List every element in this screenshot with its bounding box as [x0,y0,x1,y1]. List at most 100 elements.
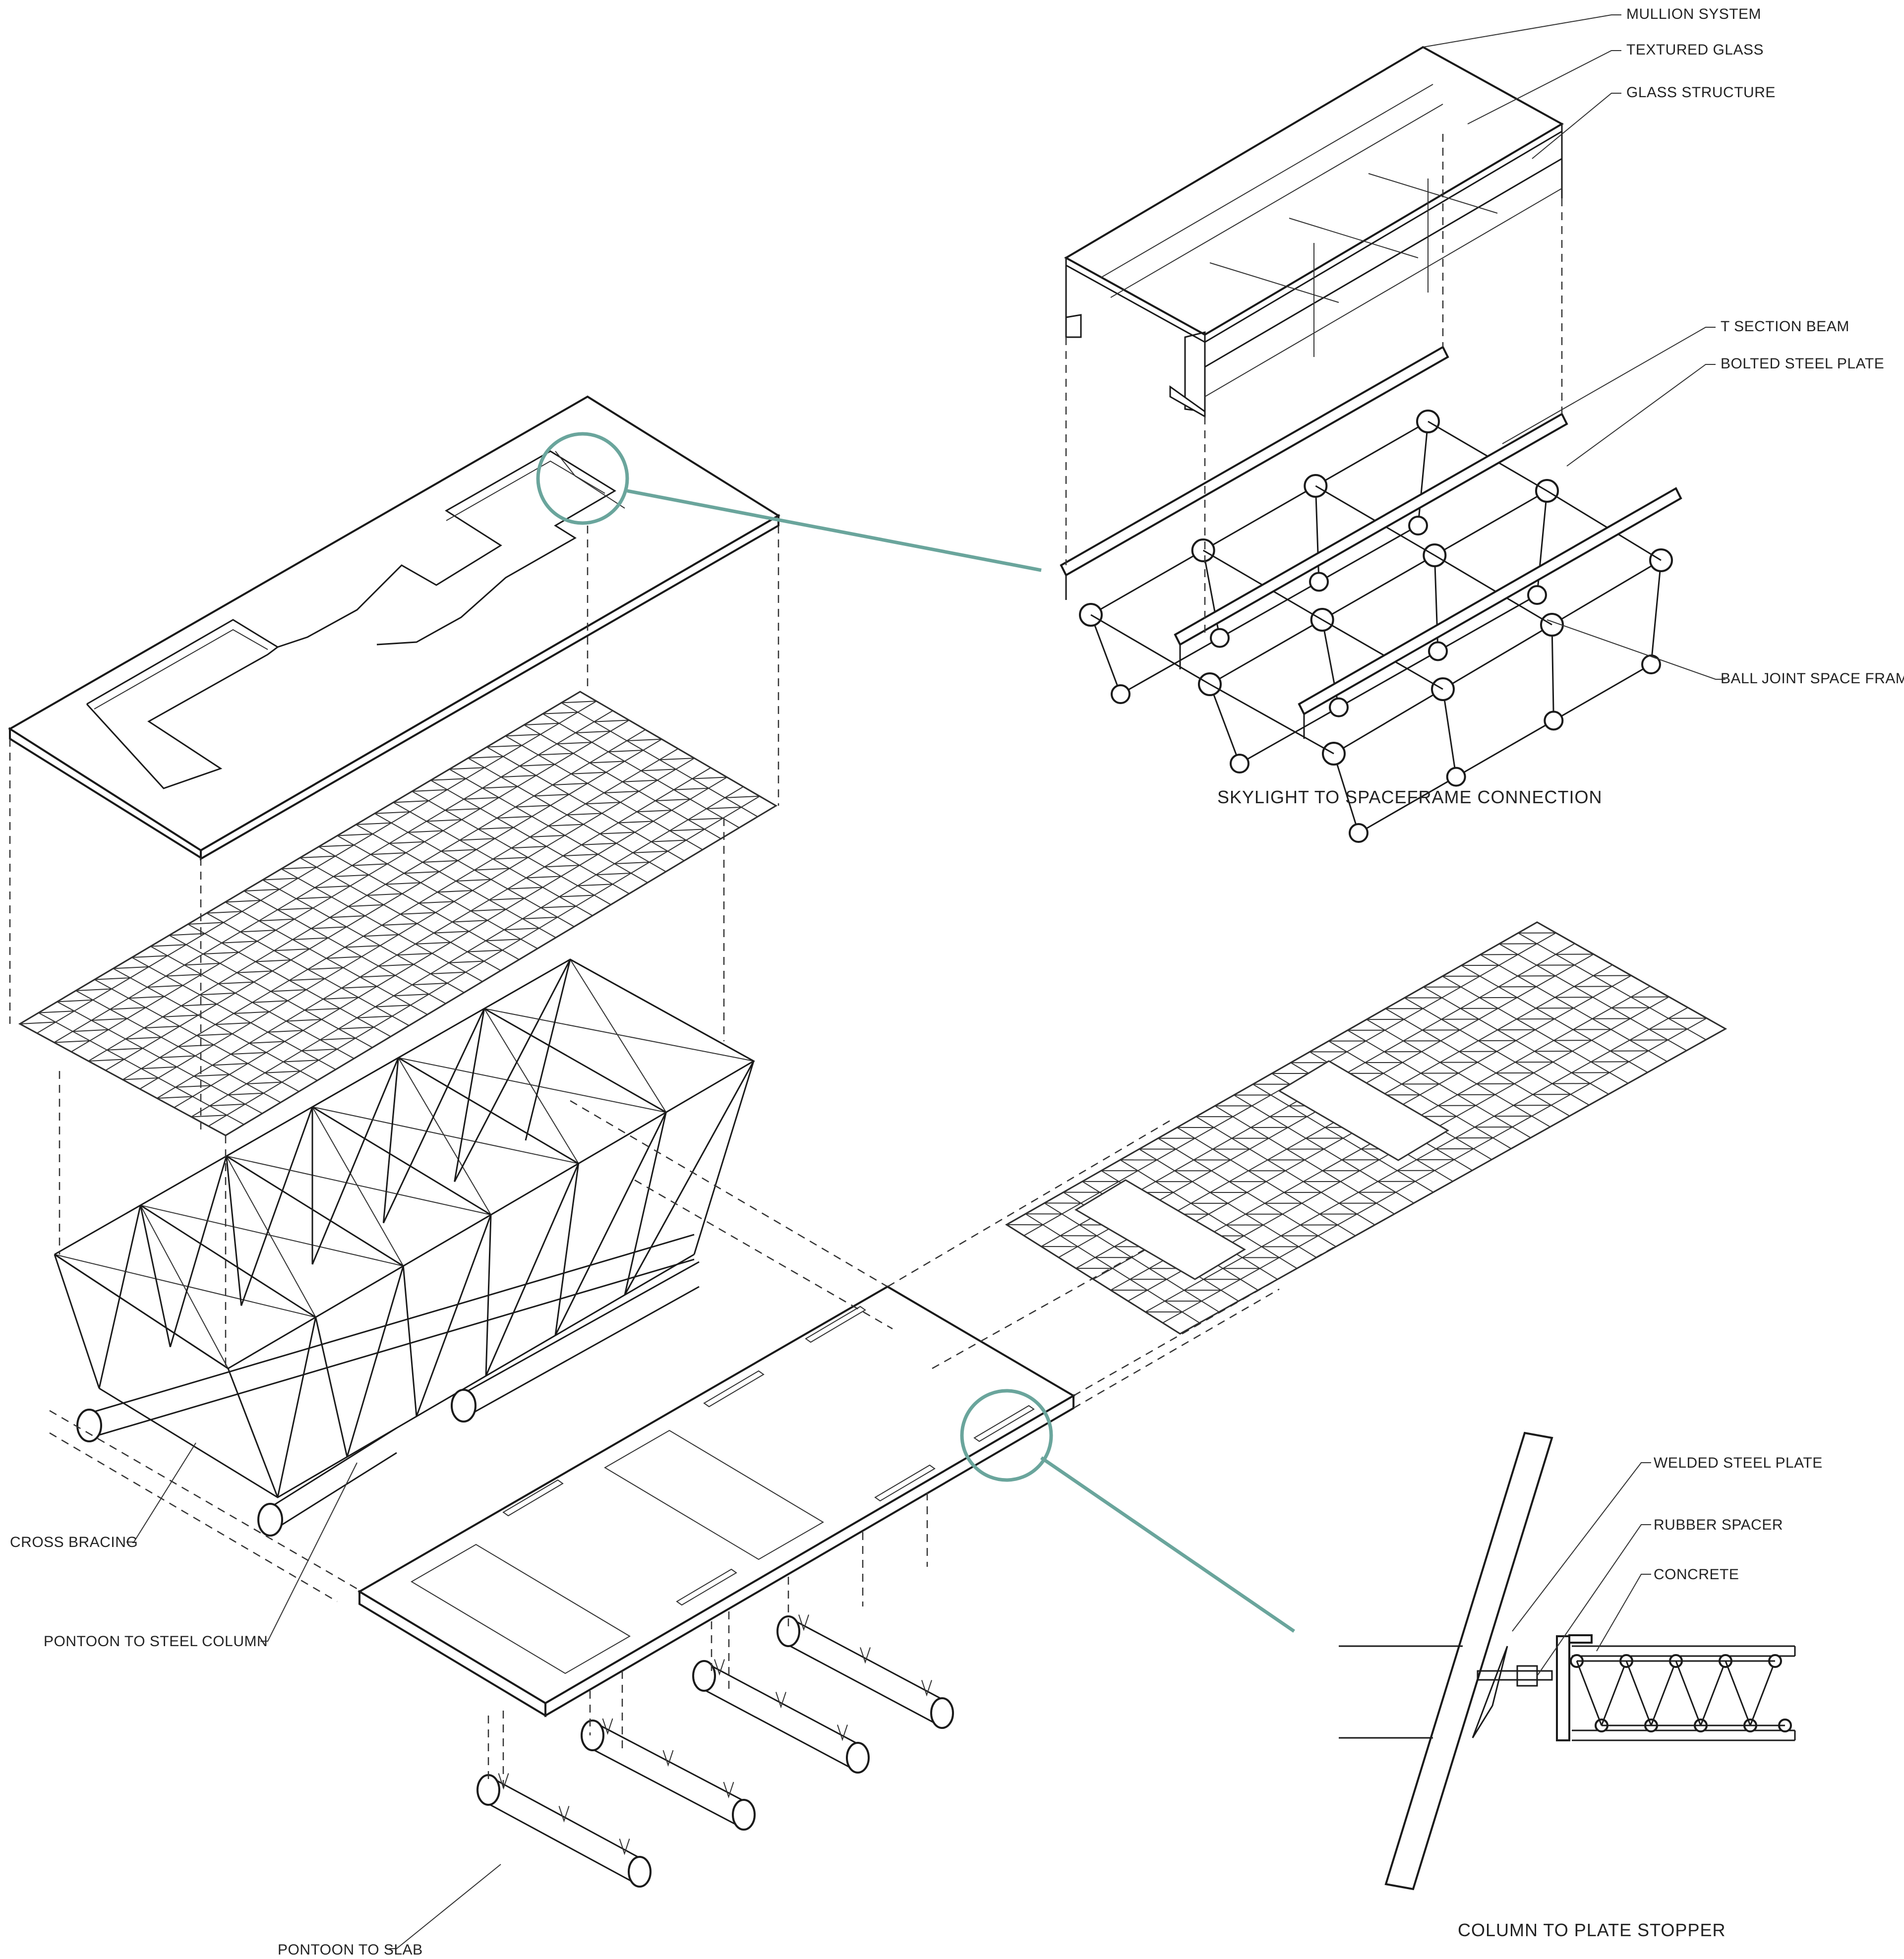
cross-brace [226,1155,491,1215]
grid-diagonal [122,1077,159,1080]
grid-diagonal [314,885,351,889]
pontoon-end [732,1799,756,1831]
grid-diagonal [265,1070,300,1073]
truss-member [554,1163,580,1336]
grid-diagonal [520,764,555,767]
ball-joint [1641,654,1661,674]
grid-diagonal [627,738,662,741]
grid-diagonal [375,1005,411,1008]
skylight-detail: MULLION SYSTEM TEXTURED GLASS GLASS STRU… [1060,6,1904,843]
grid-diagonal [307,967,344,970]
grid-diagonal [237,970,273,973]
grid-diagonal [323,997,358,1000]
pontoon-end [930,1697,954,1729]
grid-diagonal [524,722,559,725]
pontoon-edge [788,1616,943,1700]
grid-diagonal [669,829,705,831]
frame-tube [1333,559,1662,755]
pontoon-clip [921,1680,932,1697]
grid-diagonal [259,918,295,922]
label-mullion-system: MULLION SYSTEM [1626,6,1761,22]
cross-brace [140,1205,229,1369]
pontoon-end [692,1660,716,1692]
frame-tube [1090,614,1210,685]
grid-diagonal [91,1018,127,1021]
grid-diagonal [378,964,414,967]
grid-diagonal [489,897,525,900]
pontoon-end [776,1615,800,1647]
grid-diagonal [243,889,280,891]
grid-diagonal [430,971,466,974]
grid-diagonal [464,797,499,800]
truss-member [1576,1661,1603,1726]
grid-diagonal [581,842,617,845]
grid-diagonal [225,899,261,903]
grid-diagonal [552,782,588,786]
pontoon-clip [714,1659,725,1676]
grid-diagonal [460,838,495,841]
grid-diagonal [246,1081,282,1084]
frame-strut [1209,684,1241,764]
pontoon-clip [837,1724,848,1741]
grid-diagonal [131,955,168,958]
grid-diagonal [394,994,429,997]
ball-joint [1329,697,1349,717]
pontoon-end [476,1774,500,1806]
grid-diagonal [404,871,439,874]
truss-member [624,1061,755,1296]
grid-diagonal [366,893,403,896]
grid-diagonal [128,996,165,999]
grid-diagonal [286,1019,322,1022]
grid-diagonal [187,922,224,925]
grid-diagonal [318,844,355,847]
grid-diagonal [478,827,514,830]
grid-diagonal [255,959,291,962]
grid-diagonal [352,863,388,866]
ball-joint [1408,516,1428,535]
grid-diagonal [468,756,503,759]
grid-diagonal [203,951,239,955]
truss-member [1675,1661,1702,1726]
grid-diagonal [482,786,518,789]
grid-diagonal [557,742,592,745]
grid-diagonal [437,890,473,893]
grid-diagonal [333,874,369,877]
frame-strut [1551,624,1554,721]
grid-diagonal [485,939,521,942]
grid-diagonal [222,941,257,944]
grid-diagonal [184,962,220,966]
grid-diagonal [493,857,528,860]
truss-member [312,1106,491,1216]
grid-diagonal [175,1085,211,1088]
grid-diagonal [530,834,565,837]
grid-diagonal [370,852,406,855]
grid-diagonal [422,860,458,863]
grid-diagonal [330,915,365,918]
steel-cross-bracing-structure [54,958,756,1498]
grid-diagonal [38,1010,74,1013]
frame-tube [1239,594,1538,765]
grid-diagonal [341,986,377,989]
truss-member [1725,1661,1751,1726]
ball-joint [1230,754,1250,773]
grid-diagonal [637,810,672,813]
detail-callouts [536,432,1295,1633]
truss-member [570,958,754,1062]
pontoon-edge [704,1689,858,1773]
cross-brace [312,1107,404,1266]
grid-diagonal [385,882,421,885]
skylight-trench [86,450,625,789]
grid-diagonal [389,841,425,844]
grid-diagonal [363,934,399,937]
truss-member [1749,1661,1776,1726]
grid-diagonal [511,846,547,849]
skylight-detail-title: SKYLIGHT TO SPACEFRAME CONNECTION [1217,787,1602,807]
label-ball-joint-space-frame: BALL JOINT SPACE FRAME [1721,670,1904,687]
grid-diagonal [599,831,635,834]
ball-joint [1527,585,1547,605]
grid-diagonal [326,956,362,959]
grid-diagonal [107,1048,143,1051]
grid-diagonal [561,701,596,704]
roof-space-frame [18,691,777,1136]
